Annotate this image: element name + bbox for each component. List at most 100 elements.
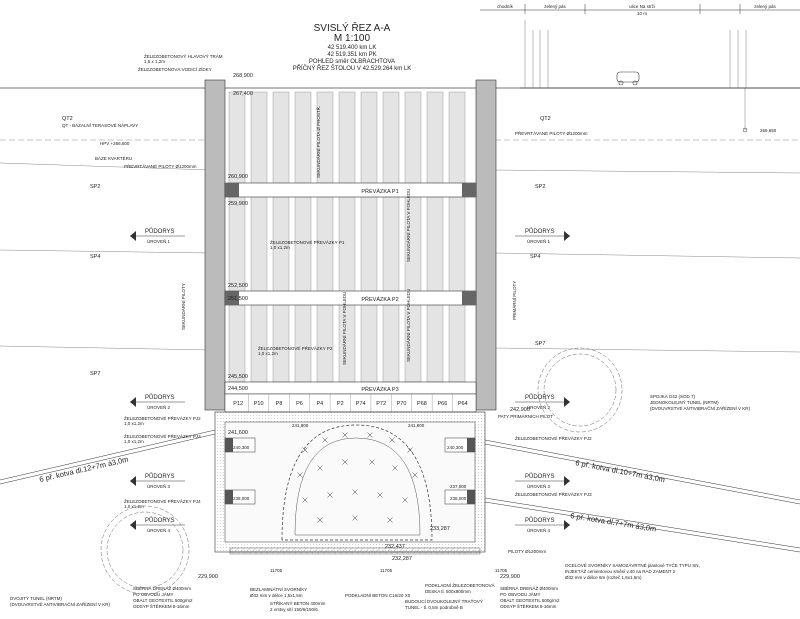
- level-268: 268,900: [233, 73, 253, 79]
- pile-label-p8: P8: [276, 401, 283, 407]
- marker-right-2: PŮDORYS ÚROVEŇ 2: [515, 394, 570, 410]
- marker-right-4: PŮDORYS ÚROVEŇ 4: [515, 517, 570, 533]
- street-ulice: ulice Na strži: [629, 4, 655, 9]
- title-block: SVISLÝ ŘEZ A-A M 1:100 42 519.400 km LK …: [293, 21, 412, 72]
- soil-sp2-left: SP2: [90, 184, 100, 190]
- bolt-marker: [369, 459, 375, 465]
- ann-sp-top: SEKUNDÁRNÍ PILOTA Ø PROSTŘ.: [314, 106, 321, 178]
- ann-primarni-right: PRIMÁRNÍ PILOTY: [511, 281, 517, 320]
- ann-podkladni3: DESKA tl. 500x800mm: [425, 589, 471, 594]
- level-233: 233,287: [430, 526, 450, 532]
- ann-voda: ŽELEZOBETONOVÁ VODICÍ ZÍDKY: [138, 65, 212, 72]
- bolt-marker: [392, 465, 398, 471]
- ann-rozpera1-sub: 1,0 x1,2m: [270, 245, 290, 250]
- ann-sp-left: SEKUNDÁRNÍ PILOTA V POHLEDU: [341, 292, 347, 365]
- ann-sberna-right2: PO OBVODU JÁMY: [500, 591, 541, 597]
- bolt-marker: [407, 447, 413, 453]
- ann-spojka3: (DVOUVRSTVÉ ANTIVIBRAČNÍ ZAŘÍZENÍ V KR): [650, 404, 751, 411]
- level-232b: 232,287: [392, 556, 412, 562]
- pile-label-p68: P68: [417, 401, 427, 407]
- marker-right-2-title: PŮDORYS: [525, 394, 555, 401]
- ann-pj2: ŽELEZOBETONOVÉ PŘEVÁZKY PJ2: [124, 414, 201, 421]
- level-229b: 229,900: [500, 574, 520, 580]
- ann-strikany: STŘÍKANÝ BETON 400mm: [270, 599, 326, 606]
- anchors: [0, 429, 800, 553]
- side-tunnels: [100, 347, 623, 595]
- pile-label-p10: P10: [254, 401, 264, 407]
- level-251: 251,500: [228, 296, 248, 302]
- marker-left-2: PŮDORYS ÚROVEŇ 2: [130, 394, 185, 410]
- anchor-right2-label: 6 př. kotva dl.7+7m á3,0m: [570, 511, 657, 533]
- waler-p1: PŘEVÁZKA P1: [361, 187, 398, 195]
- ann-trim: ŽELEZOBETONOVÝ HLAVOVÝ TRÁM: [144, 52, 223, 59]
- bolt-marker: [377, 492, 383, 498]
- pile-label-p70: P70: [397, 401, 407, 407]
- ann-right-pj2: ŽELEZOBETONOVÉ PŘEVÁZKY PJ2: [515, 434, 592, 441]
- ann-right-pj3: ŽELEZOBETONOVÉ PŘEVÁZKY PJ3: [515, 490, 592, 497]
- title-line4: 42 519.351 km PK: [327, 52, 376, 58]
- level-labels: 268,900 267,400 260,900 259,900 252,500 …: [198, 73, 530, 580]
- bolt-marker: [342, 432, 348, 438]
- bolt-marker: [387, 517, 393, 523]
- anchor-right1-label: 6 př. kotva dl.10+7m á3,0m: [575, 458, 666, 484]
- ann-budouci2: TUNEL - tl. 0,5m podrobně B: [405, 605, 463, 610]
- soil-sp4-left: SP4: [90, 254, 100, 260]
- pile-label-p64: P64: [458, 401, 468, 407]
- street-zeleny-right: zelený pás: [754, 4, 776, 9]
- soil-qt-desc: QT - BÁZALNÍ TERASOVÉ NÁPLAVY: [62, 122, 138, 128]
- ann-pata: PATY PRIMÁRNÍCH PILOT: [498, 413, 553, 419]
- bolt-marker: [389, 437, 395, 443]
- bolt-marker: [352, 515, 358, 521]
- title-line3: 42 519.400 km LK: [328, 45, 377, 51]
- ann-pj3-sub: 1,0 x1,2m: [124, 439, 144, 444]
- pile-label-p74: P74: [356, 401, 366, 407]
- level-232a: 232,437: [385, 544, 405, 550]
- street-header: chodník zelený pás ulice Na strži 10 m z…: [480, 4, 800, 133]
- bolt-marker: [342, 459, 348, 465]
- ann-rozpera2: ŽELEZOBETONOVÉ PŘEVÁZKY P2: [258, 344, 333, 351]
- level-260: 260,900: [228, 174, 248, 180]
- ann-trim-sub: 1,5 x 1,2m: [144, 59, 165, 64]
- marker-right-4-title: PŮDORYS: [525, 517, 555, 524]
- level-241: 241,600: [228, 430, 248, 436]
- ann-podkladni2: PODKLADNÍ ŽELEZOBETONOVÁ: [425, 581, 495, 588]
- ann-ocelove2: INJEKTÁŽ cementovou směsí v.40 na RAD ZA…: [565, 567, 676, 574]
- marker-left-3-title: PŮDORYS: [145, 473, 175, 480]
- car-icon: [616, 71, 640, 83]
- ann-spojka: SPOJKA G42 (SOD 7): [650, 394, 696, 399]
- ann-rozpera1: ŽELEZOBETONOVÉ PŘEVÁZKY P1: [270, 238, 345, 245]
- marker-left-2-level: ÚROVEŇ 2: [147, 404, 171, 410]
- title-line2: M 1:100: [334, 33, 371, 44]
- pile-label-p66: P66: [437, 401, 447, 407]
- ann-dvojity: DVOJITÝ TUNEL (NRTM): [10, 595, 62, 601]
- soil-baze: BÁZE KVARTÉRU: [95, 155, 132, 161]
- ann-pj4: ŽELEZOBETONOVÉ PŘEVÁZKY PJ4: [124, 497, 201, 504]
- marker-right-3-title: PŮDORYS: [525, 473, 555, 480]
- ann-bezlaminat: BEZLAMINÁTNÍ SVORNÍKY: [250, 586, 307, 592]
- marker-left-4-level: ÚROVEŇ 4: [147, 527, 171, 533]
- bolt-marker: [317, 465, 323, 471]
- title-line6: PŘÍČNÝ ŘEZ ŠTOLOU V 42.529.264 km LK: [293, 64, 412, 72]
- ann-spojka2: JEDNOKOLEJNÝ TUNEL (NRTM): [650, 399, 719, 405]
- ann-sberna-left2: PO OBVODU JÁMY: [133, 591, 174, 597]
- pile-label-p6: P6: [296, 401, 303, 407]
- marker-right-1: PŮDORYS ÚROVEŇ 1: [515, 228, 570, 244]
- ann-bezlaminat2: Ø32 mm v délce 1,5x1,5m: [250, 593, 303, 598]
- ann-sp-mid: SEKUNDÁRNÍ PILOTA V POHLEDU: [405, 189, 411, 262]
- marker-left-4-title: PŮDORYS: [145, 517, 175, 524]
- level-240b: 240,300: [447, 445, 464, 450]
- level-238b: 238,000: [450, 496, 467, 501]
- soil-layers: QT2 QT - BÁZALNÍ TERASOVÉ NÁPLAVY HPV +2…: [0, 87, 800, 377]
- level-245: 245,500: [228, 374, 248, 380]
- plan-markers: PŮDORYS ÚROVEŇ 1 PŮDORYS ÚROVEŇ 1 PŮDORY…: [130, 228, 570, 533]
- ann-pj2-sub: 1,0 x1,2m: [124, 421, 144, 426]
- ann-sberna-right: SBĚRNÁ DRENÁŽ Ø400mm: [500, 584, 558, 591]
- level-pr1: 241,800: [292, 423, 309, 428]
- marker-right-3-level: ÚROVEŇ 3: [527, 483, 551, 489]
- marker-right-4-level: ÚROVEŇ 4: [527, 527, 551, 533]
- street-level: 266,650: [760, 128, 777, 133]
- bolt-marker: [302, 447, 308, 453]
- level-267: 267,400: [233, 91, 253, 97]
